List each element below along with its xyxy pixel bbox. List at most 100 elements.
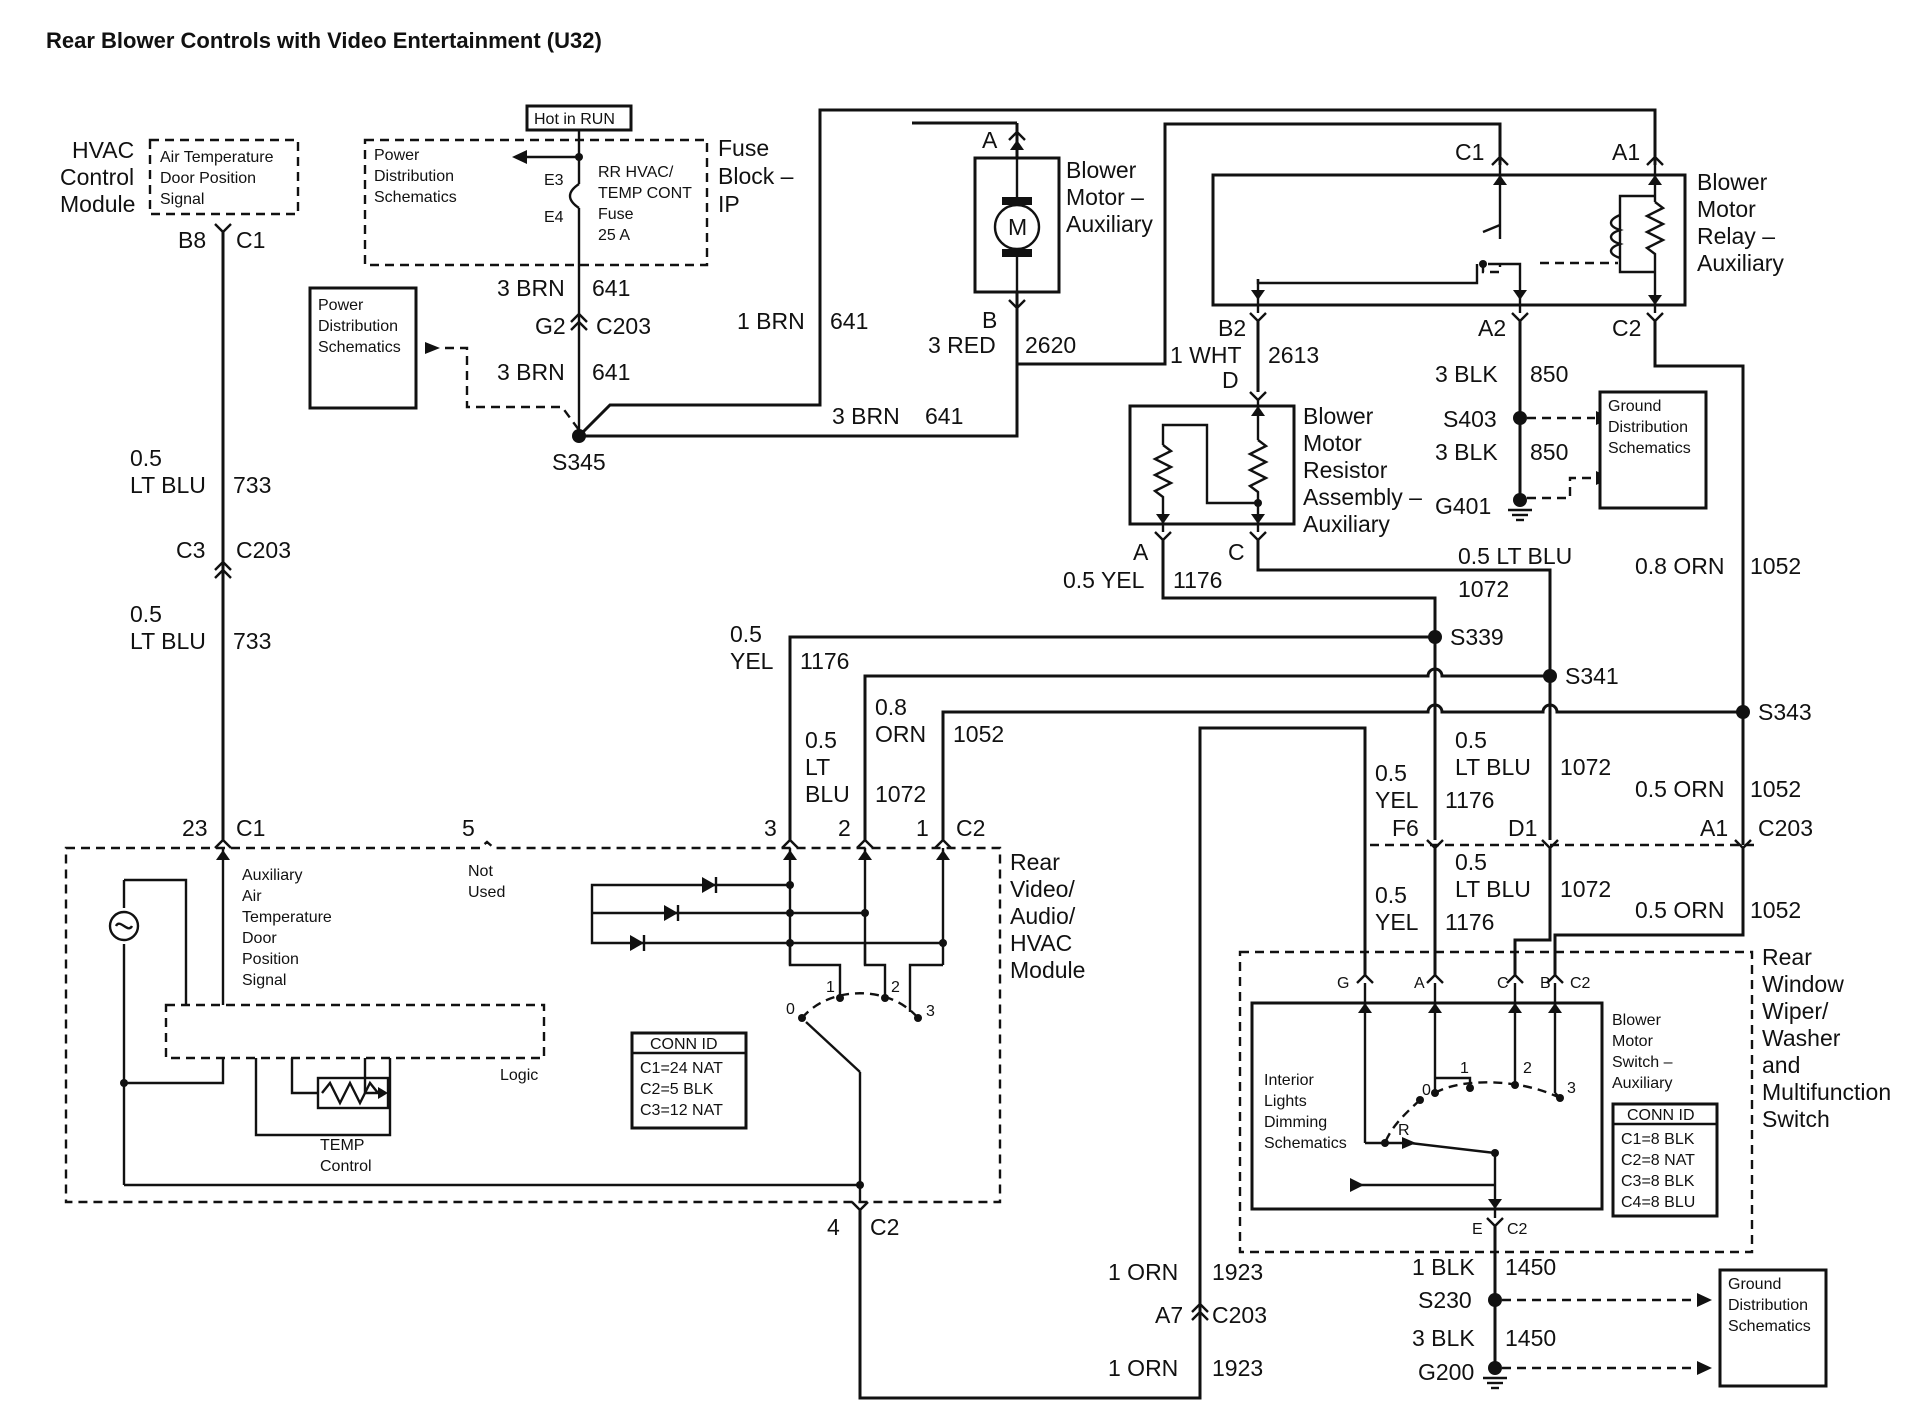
relay-label: Blower Motor Relay – Auxiliary	[1697, 169, 1784, 276]
svg-text:RR HVAC/: RR HVAC/	[598, 164, 674, 181]
wire-1052-switch: 1052	[1750, 897, 1801, 923]
hvac-control-module	[148, 138, 300, 216]
wire-05orn-a1: 0.5 ORN	[1635, 776, 1724, 802]
switch-pin-b: B	[1540, 975, 1551, 992]
motor-pin-a: A	[982, 127, 998, 153]
svg-text:Rear: Rear	[1010, 849, 1060, 875]
svg-text:Wiper/: Wiper/	[1762, 998, 1829, 1024]
wire-1blk: 1 BLK	[1412, 1254, 1475, 1280]
wire-641-right: 641	[830, 308, 868, 334]
resistor-pin-c: C	[1228, 539, 1245, 565]
svg-text:YEL: YEL	[730, 648, 774, 674]
relay-pin-c2: C2	[1612, 315, 1641, 341]
svg-text:25 A: 25 A	[598, 227, 630, 244]
a7-label: A7	[1155, 1302, 1183, 1328]
svg-text:Blower: Blower	[1697, 169, 1768, 195]
svg-text:TEMP CONT: TEMP CONT	[598, 185, 692, 202]
power-distribution-ref-top: Power Distribution Schematics	[374, 147, 457, 206]
wire-1052-c2: 1052	[1750, 553, 1801, 579]
svg-text:0.5: 0.5	[805, 727, 837, 753]
svg-text:Assembly –: Assembly –	[1303, 484, 1422, 510]
svg-text:Position: Position	[242, 951, 299, 968]
svg-text:0.5: 0.5	[1455, 849, 1487, 875]
svg-text:1072: 1072	[875, 781, 926, 807]
wire-1923-lower: 1923	[1212, 1355, 1263, 1381]
switch-pos-0: 0	[786, 1001, 795, 1018]
diode-icon	[664, 905, 680, 921]
g200-label: G200	[1418, 1359, 1474, 1385]
svg-text:Lights: Lights	[1264, 1093, 1307, 1110]
svg-text:733: 733	[233, 628, 271, 654]
thermistor-icon	[108, 910, 140, 942]
fuse-block-label: Fuse Block – IP	[718, 135, 794, 217]
svg-text:HVAC: HVAC	[72, 137, 134, 163]
fuse-icon	[568, 183, 580, 209]
svg-text:Distribution: Distribution	[1608, 419, 1688, 436]
svg-text:C2=5 BLK: C2=5 BLK	[640, 1081, 714, 1098]
svg-text:LT: LT	[805, 754, 830, 780]
wire-1176-a: 1176	[1173, 567, 1222, 593]
blower-pos-0: 0	[1422, 1082, 1431, 1099]
wire-3blk-a2: 3 BLK	[1435, 361, 1498, 387]
rear-video-audio-hvac-module	[64, 840, 1002, 1204]
diode-icon	[630, 935, 646, 951]
svg-text:Power: Power	[318, 297, 364, 314]
svg-text:Dimming: Dimming	[1264, 1114, 1327, 1131]
c1-label-rear: C1	[236, 815, 265, 841]
pin-3-label: 3	[764, 815, 777, 841]
relay-pin-a1: A1	[1612, 139, 1640, 165]
wire-08orn-c2: 0.8 ORN	[1635, 553, 1724, 579]
svg-text:0.5: 0.5	[130, 601, 162, 627]
wire-733-lower: 0.5 LT BLU 733	[130, 601, 271, 654]
wire-641-mid: 641	[592, 359, 630, 385]
s345-label: S345	[552, 449, 606, 475]
wire-1052-rear: 0.8 ORN 1052	[875, 694, 1004, 747]
svg-text:Rear: Rear	[1762, 944, 1812, 970]
aux-signal-label: Auxiliary Air Temperature Door Position …	[242, 867, 332, 989]
svg-text:Motor –: Motor –	[1066, 184, 1144, 210]
a1-label: A1	[1700, 815, 1728, 841]
wire-641-s345: 641	[925, 403, 963, 429]
svg-text:Motor: Motor	[1697, 196, 1756, 222]
wire-3blk-g200: 3 BLK	[1412, 1325, 1475, 1351]
wire-2613: 2613	[1268, 342, 1319, 368]
wire-1450-lower: 1450	[1505, 1325, 1556, 1351]
s339-label: S339	[1450, 624, 1504, 650]
svg-text:C2=8 NAT: C2=8 NAT	[1621, 1152, 1695, 1169]
svg-text:LT BLU: LT BLU	[130, 472, 206, 498]
c203-label-c3: C203	[236, 537, 291, 563]
svg-text:0.5: 0.5	[130, 445, 162, 471]
svg-text:Used: Used	[468, 884, 505, 901]
svg-text:0.5: 0.5	[1375, 760, 1407, 786]
blower-pos-2: 2	[1523, 1060, 1532, 1077]
svg-text:ORN: ORN	[875, 721, 926, 747]
blower-switch-label: Blower Motor Switch – Auxiliary	[1612, 1012, 1673, 1092]
svg-text:Relay –: Relay –	[1697, 223, 1775, 249]
blower-motor-relay-auxiliary	[1211, 173, 1687, 307]
pin-5-label: 5	[462, 815, 475, 841]
svg-text:Blower: Blower	[1612, 1012, 1662, 1029]
c2-label-pin4: C2	[870, 1214, 899, 1240]
blower-pos-r: R	[1398, 1122, 1410, 1139]
svg-text:Distribution: Distribution	[1728, 1297, 1808, 1314]
resistor-assembly-label: Blower Motor Resistor Assembly – Auxilia…	[1303, 403, 1422, 537]
wire-850-b: 850	[1530, 439, 1568, 465]
svg-text:C4=8 BLU: C4=8 BLU	[1621, 1194, 1695, 1211]
wire-3brn-s345: 3 BRN	[832, 403, 900, 429]
svg-text:Module: Module	[1010, 957, 1085, 983]
svg-text:Distribution: Distribution	[318, 318, 398, 335]
air-temp-signal-label: Air Temperature Door Position Signal	[160, 149, 274, 208]
svg-text:1176: 1176	[800, 648, 849, 674]
wire-733-upper: 0.5 LT BLU 733	[130, 445, 271, 498]
mode-switch-blade	[805, 1021, 861, 1073]
wire-1176-switch: 0.5 YEL 1176	[1375, 882, 1494, 935]
wire-3blk-g401: 3 BLK	[1435, 439, 1498, 465]
svg-text:C3=8 BLK: C3=8 BLK	[1621, 1173, 1695, 1190]
svg-text:Door: Door	[242, 930, 277, 947]
svg-text:TEMP: TEMP	[320, 1137, 364, 1154]
svg-text:Module: Module	[60, 191, 135, 217]
ground-icon	[1483, 1361, 1507, 1390]
ground-icon	[1508, 493, 1532, 522]
pin-23-label: 23	[182, 815, 208, 841]
svg-text:Power: Power	[374, 147, 420, 164]
